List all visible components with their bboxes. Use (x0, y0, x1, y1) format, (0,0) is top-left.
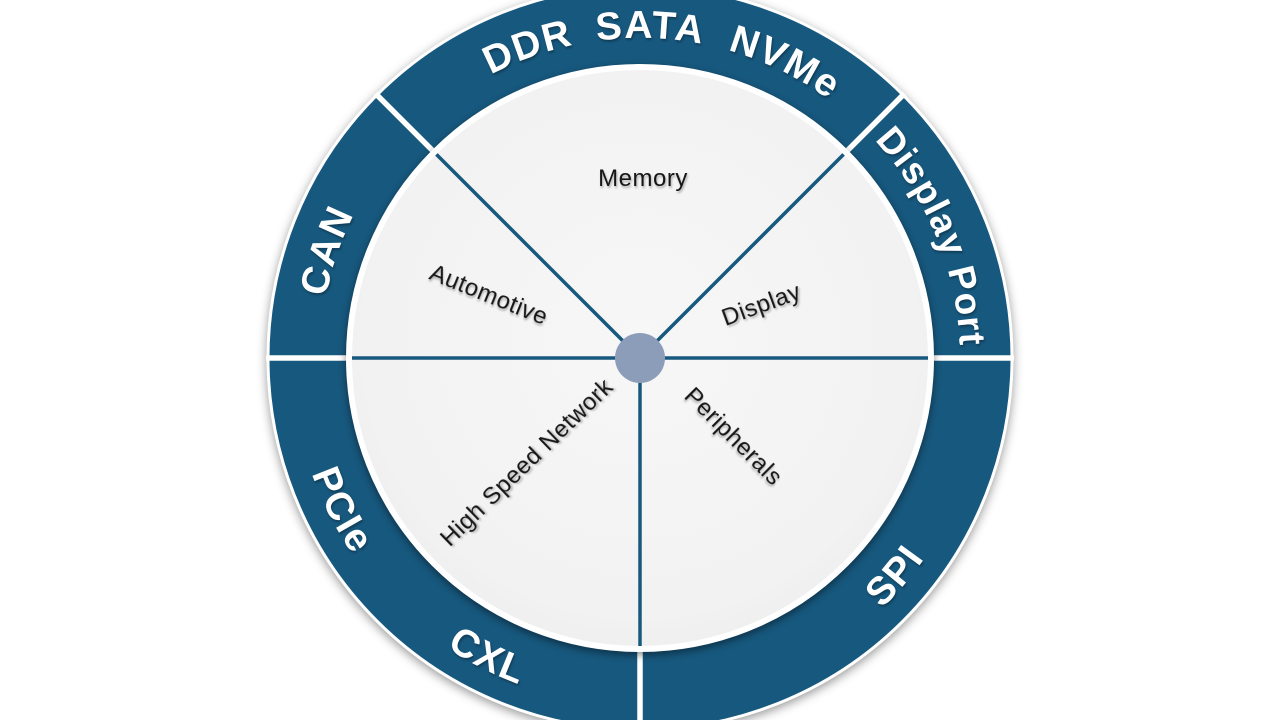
hub (615, 333, 665, 383)
sector-label-memory: Memory (598, 165, 688, 192)
sector-divider-upper-left (435, 153, 642, 360)
ring-divider-upper-right (842, 91, 907, 156)
sector-dividers (352, 153, 928, 646)
ring-label-sata: SATA (594, 4, 708, 53)
ring-divider-upper-left (373, 91, 438, 156)
ring-dividers (266, 91, 1014, 720)
sector-divider-upper-right (638, 153, 845, 360)
